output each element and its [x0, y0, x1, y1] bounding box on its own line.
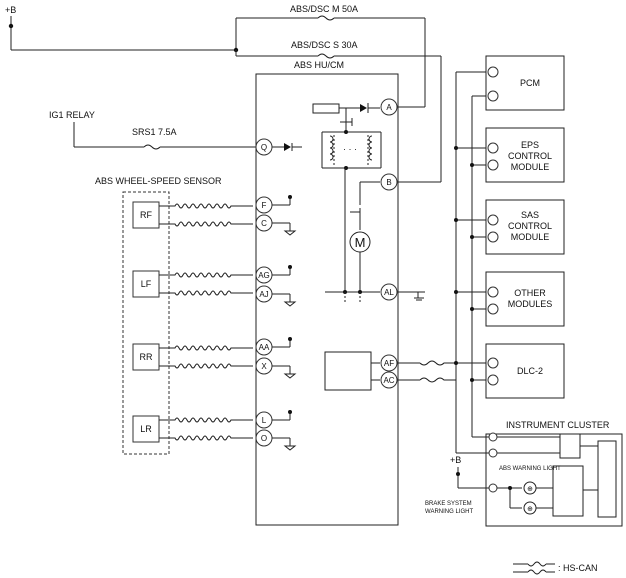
fuse-srs1-label: SRS1 7.5A [132, 127, 177, 137]
module-sas-line3: MODULE [511, 232, 550, 242]
sensor-rr: RR AA X [132, 337, 297, 379]
abs-hu-cm-title: ABS HU/CM [294, 60, 344, 70]
pin-al-label: AL [384, 288, 394, 297]
sensor-rr-label: RR [140, 352, 153, 362]
sensor-rf-label: RF [140, 210, 152, 220]
pin-q: Q [255, 138, 273, 156]
sensor-lf-label: LF [141, 279, 152, 289]
module-eps-line3: MODULE [511, 162, 550, 172]
solenoid-dots: · · · [343, 144, 357, 154]
pin-a: A [380, 98, 398, 116]
module-sas: SAS CONTROL MODULE [485, 199, 565, 255]
battery-supply: +B [5, 5, 442, 183]
ig1-relay-label: IG1 RELAY [49, 110, 95, 120]
brake-light-label-1: BRAKE SYSTEM [425, 501, 472, 507]
instrument-cluster-title: INSTRUMENT CLUSTER [506, 420, 610, 430]
pin-b-label: B [386, 178, 391, 187]
module-sas-line1: SAS [521, 210, 539, 220]
instrument-cluster: INSTRUMENT CLUSTER ⊕ ⊕ ABS WARNING LIGHT… [425, 420, 623, 527]
abs-lamp-glyph: ⊕ [527, 486, 533, 493]
module-dlc2: DLC-2 [485, 343, 565, 399]
motor-symbol: M [355, 235, 366, 250]
pin-a-label: A [386, 103, 392, 112]
module-sas-line2: CONTROL [508, 221, 552, 231]
battery-label: +B [5, 5, 16, 15]
pin-af: AF [380, 354, 398, 372]
brake-lamp-glyph: ⊕ [527, 506, 533, 513]
module-eps-line2: CONTROL [508, 151, 552, 161]
can-bus [398, 71, 560, 454]
pin-c-label: C [261, 219, 267, 228]
pin-ac-label: AC [383, 376, 394, 385]
wheel-speed-sensor-title: ABS WHEEL-SPEED SENSOR [95, 176, 222, 186]
sensor-lr: LR L O [132, 410, 297, 451]
pin-q-label: Q [261, 143, 267, 152]
sensor-lr-label: LR [140, 424, 152, 434]
fuse-abs-dsc-m: ABS/DSC M 50A [290, 4, 358, 21]
fuse-abs-dsc-s: ABS/DSC S 30A [291, 40, 358, 59]
sensor-group-outline [122, 191, 170, 455]
module-pcm: PCM [485, 55, 565, 111]
pin-b: B [380, 173, 398, 191]
module-pcm-label: PCM [520, 78, 540, 88]
pin-ag-label: AG [258, 271, 270, 280]
fuse-abs-dsc-s-label: ABS/DSC S 30A [291, 40, 358, 50]
brake-light-label-2: WARNING LIGHT [425, 509, 473, 515]
ig1-relay-circuit: IG1 RELAY SRS1 7.5A [49, 110, 258, 150]
pin-l-label: L [262, 416, 267, 425]
module-eps-line1: EPS [521, 140, 539, 150]
module-other-line2: MODULES [508, 299, 553, 309]
abs-hu-cm-unit: ABS HU/CM · · · M [255, 60, 399, 526]
fuse-abs-dsc-m-label: ABS/DSC M 50A [290, 4, 358, 14]
sensor-lf: LF AG AJ [132, 265, 297, 307]
module-eps: EPS CONTROL MODULE [485, 127, 565, 183]
pin-o-label: O [261, 434, 267, 443]
module-other: OTHER MODULES [485, 271, 565, 327]
module-other-line1: OTHER [514, 288, 546, 298]
pin-x-label: X [261, 362, 267, 371]
legend-hs-can-label: : HS-CAN [558, 563, 598, 573]
pin-aj-label: AJ [259, 290, 268, 299]
sensor-rf: RF F C [132, 195, 297, 236]
pin-f-label: F [262, 201, 267, 210]
pin-ac: AC [380, 371, 398, 389]
pin-af-label: AF [384, 359, 394, 368]
legend-hs-can: : HS-CAN [513, 561, 598, 575]
pin-al: AL [380, 283, 425, 301]
pin-aa-label: AA [259, 343, 270, 352]
cluster-supply-label: +B [450, 455, 461, 465]
module-dlc2-label: DLC-2 [517, 366, 543, 376]
abs-warning-light-label: ABS WARNING LIGHT [499, 466, 561, 472]
